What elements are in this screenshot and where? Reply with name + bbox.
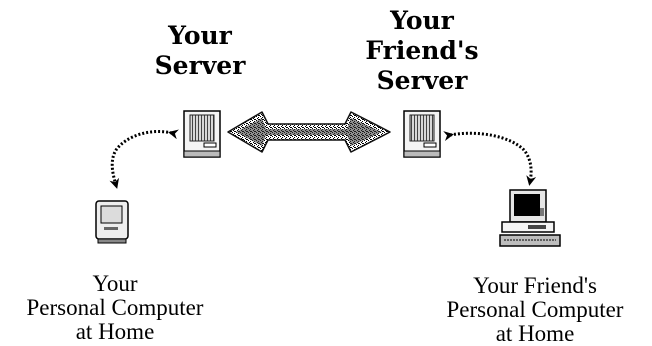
your-pc-label: Your Personal Computer at Home — [5, 272, 225, 344]
your-pc-label-line-1: Your — [92, 271, 138, 296]
friends-server-label-line-2: Friend's — [365, 36, 479, 65]
friends-server-icon — [403, 110, 441, 158]
your-server-label-line-1: Your — [168, 21, 232, 50]
your-pc-label-line-2: Personal Computer — [26, 295, 204, 320]
your-server-label: Your Server — [150, 21, 250, 81]
your-pc-icon — [95, 200, 129, 244]
friends-server-label: Your Friend's Server — [352, 6, 492, 96]
your-pc-label-line-3: at Home — [75, 319, 155, 344]
friends-server-label-line-1: Your — [390, 6, 454, 35]
friends-pc-icon — [499, 189, 561, 247]
your-server-label-line-2: Server — [154, 51, 246, 80]
friends-server-to-pc-arrow — [443, 131, 537, 186]
friends-pc-label-line-2: Personal Computer — [446, 297, 624, 322]
your-server-icon — [183, 110, 221, 158]
friends-server-label-line-3: Server — [376, 66, 468, 95]
friends-pc-label: Your Friend's Personal Computer at Home — [425, 274, 645, 346]
your-server-to-pc-arrow — [109, 129, 179, 189]
friends-pc-label-line-1: Your Friend's — [473, 273, 597, 298]
server-link-double-arrow — [227, 111, 391, 153]
friends-pc-label-line-3: at Home — [495, 321, 575, 346]
